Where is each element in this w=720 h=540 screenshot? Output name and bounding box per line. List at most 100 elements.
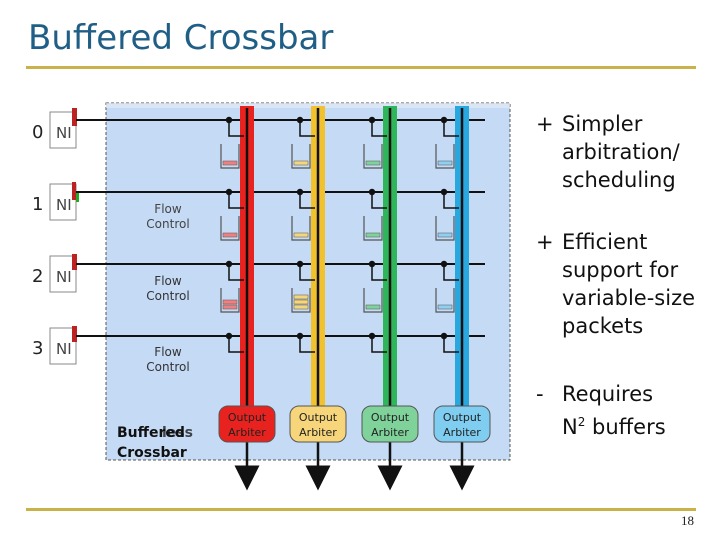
- crosspoint-node: [225, 260, 233, 268]
- crosspoint-buffer: [435, 144, 455, 169]
- ni-box-1: NI: [49, 182, 79, 221]
- crosspoint-node: [296, 260, 304, 268]
- crosspoint-stub: [371, 120, 387, 137]
- svg-text:Output: Output: [371, 411, 410, 424]
- crosspoint-stub: [371, 336, 387, 353]
- crosspoint-buffer: [220, 144, 240, 169]
- flow-control-2: Flow Control: [146, 274, 189, 303]
- crosspoint-stub: [228, 264, 244, 281]
- footer-divider: [26, 508, 696, 511]
- svg-text:Output: Output: [299, 411, 338, 424]
- bullet-simpler: + Simpler arbitration/ scheduling: [536, 112, 680, 192]
- buffered-flit: [365, 304, 381, 310]
- crosspoint-node: [225, 332, 233, 340]
- ni-box-3: NI: [49, 326, 77, 365]
- crosspoint-node: [296, 332, 304, 340]
- crosspoint-stub: [299, 120, 315, 137]
- input-lines: [76, 119, 485, 337]
- crosspoint-buffers: [220, 144, 455, 313]
- crosspoint-stub: [228, 192, 244, 209]
- crosspoint-buffer: [363, 288, 383, 313]
- crosspoint-node: [440, 116, 448, 124]
- svg-text:Control: Control: [146, 289, 189, 303]
- svg-text:Control: Control: [146, 217, 189, 231]
- bullet-efficient: + Efficient support for variable-size pa…: [536, 230, 696, 338]
- port-number-1: 1: [32, 194, 43, 215]
- svg-text:Arbiter: Arbiter: [443, 426, 481, 439]
- output-arbiter-yellow: Output Arbiter: [289, 405, 347, 443]
- bullet-requires: - Requires N2 buffers: [536, 382, 666, 439]
- crosspoint-stub: [371, 192, 387, 209]
- buffered-flit: [293, 299, 309, 305]
- crosspoint-stub: [299, 336, 315, 353]
- svg-text:Arbiter: Arbiter: [299, 426, 337, 439]
- output-arbiter-red: Output Arbiter: [218, 405, 276, 443]
- svg-text:Buffered: Buffered: [117, 425, 185, 441]
- crosspoint-stub: [443, 192, 459, 209]
- crosspoint-buffer: [291, 288, 311, 313]
- port-number-2: 2: [32, 266, 43, 287]
- buffered-flit: [222, 232, 238, 238]
- svg-text:Control: Control: [146, 360, 189, 374]
- crosspoint-buffer: [435, 216, 455, 241]
- svg-text:Flow: Flow: [154, 274, 182, 288]
- buffered-flit: [222, 299, 238, 305]
- crosspoints: [225, 116, 459, 353]
- crosspoint-node: [368, 332, 376, 340]
- crosspoint-buffer: [291, 144, 311, 169]
- svg-text:Arbiter: Arbiter: [371, 426, 409, 439]
- output-arbiter-green: Output Arbiter: [361, 405, 419, 443]
- crosspoint-node: [440, 260, 448, 268]
- svg-text:Flow: Flow: [154, 345, 182, 359]
- svg-text:Crossbar: Crossbar: [117, 445, 187, 461]
- crosspoint-buffer: [363, 216, 383, 241]
- ni-label-0: NI: [56, 124, 72, 142]
- crosspoint-node: [225, 188, 233, 196]
- ni-label-2: NI: [56, 268, 72, 286]
- buffered-flit: [222, 160, 238, 166]
- buffered-flit: [293, 294, 309, 300]
- crosspoint-buffer: [291, 216, 311, 241]
- crosspoint-stub: [443, 264, 459, 281]
- crosspoint-stub: [228, 120, 244, 137]
- port-number-3: 3: [32, 338, 43, 359]
- bullet-list: + Simpler arbitration/ scheduling + Effi…: [530, 110, 720, 441]
- crosspoint-buffer: [220, 216, 240, 241]
- crosspoint-buffer: [363, 144, 383, 169]
- crosspoint-node: [440, 332, 448, 340]
- page-number: 18: [681, 513, 694, 528]
- crosspoint-stub: [371, 264, 387, 281]
- crosspoint-stub: [443, 336, 459, 353]
- flow-control-3: Flow Control: [146, 345, 189, 374]
- crosspoint-stub: [443, 120, 459, 137]
- buffered-flit: [365, 232, 381, 238]
- crosspoint-node: [440, 188, 448, 196]
- ni-label-3: NI: [56, 340, 72, 358]
- crosspoint-buffer: [220, 288, 240, 313]
- ni-box-2: NI: [49, 254, 77, 293]
- title-divider: [26, 66, 696, 69]
- crosspoint-node: [296, 188, 304, 196]
- crossbar-label: Buffered less Crossbar: [117, 425, 193, 461]
- buffered-flit: [437, 304, 453, 310]
- output-arbiter-blue: Output Arbiter: [433, 405, 491, 443]
- buffered-flit: [437, 232, 453, 238]
- buffered-flit: [293, 304, 309, 310]
- buffered-flit: [222, 304, 238, 310]
- crosspoint-stub: [299, 192, 315, 209]
- crosspoint-node: [368, 116, 376, 124]
- ni-box-0: NI: [49, 108, 77, 149]
- svg-text:Output: Output: [228, 411, 267, 424]
- buffered-flit: [293, 232, 309, 238]
- svg-text:Output: Output: [443, 411, 482, 424]
- svg-text:Flow: Flow: [154, 202, 182, 216]
- flow-control-1: Flow Control: [146, 202, 189, 231]
- port-number-0: 0: [32, 122, 43, 143]
- crosspoint-stub: [299, 264, 315, 281]
- svg-text:Arbiter: Arbiter: [228, 426, 266, 439]
- crosspoint-node: [225, 116, 233, 124]
- buffered-flit: [293, 160, 309, 166]
- ni-label-1: NI: [56, 196, 72, 214]
- crosspoint-stub: [228, 336, 244, 353]
